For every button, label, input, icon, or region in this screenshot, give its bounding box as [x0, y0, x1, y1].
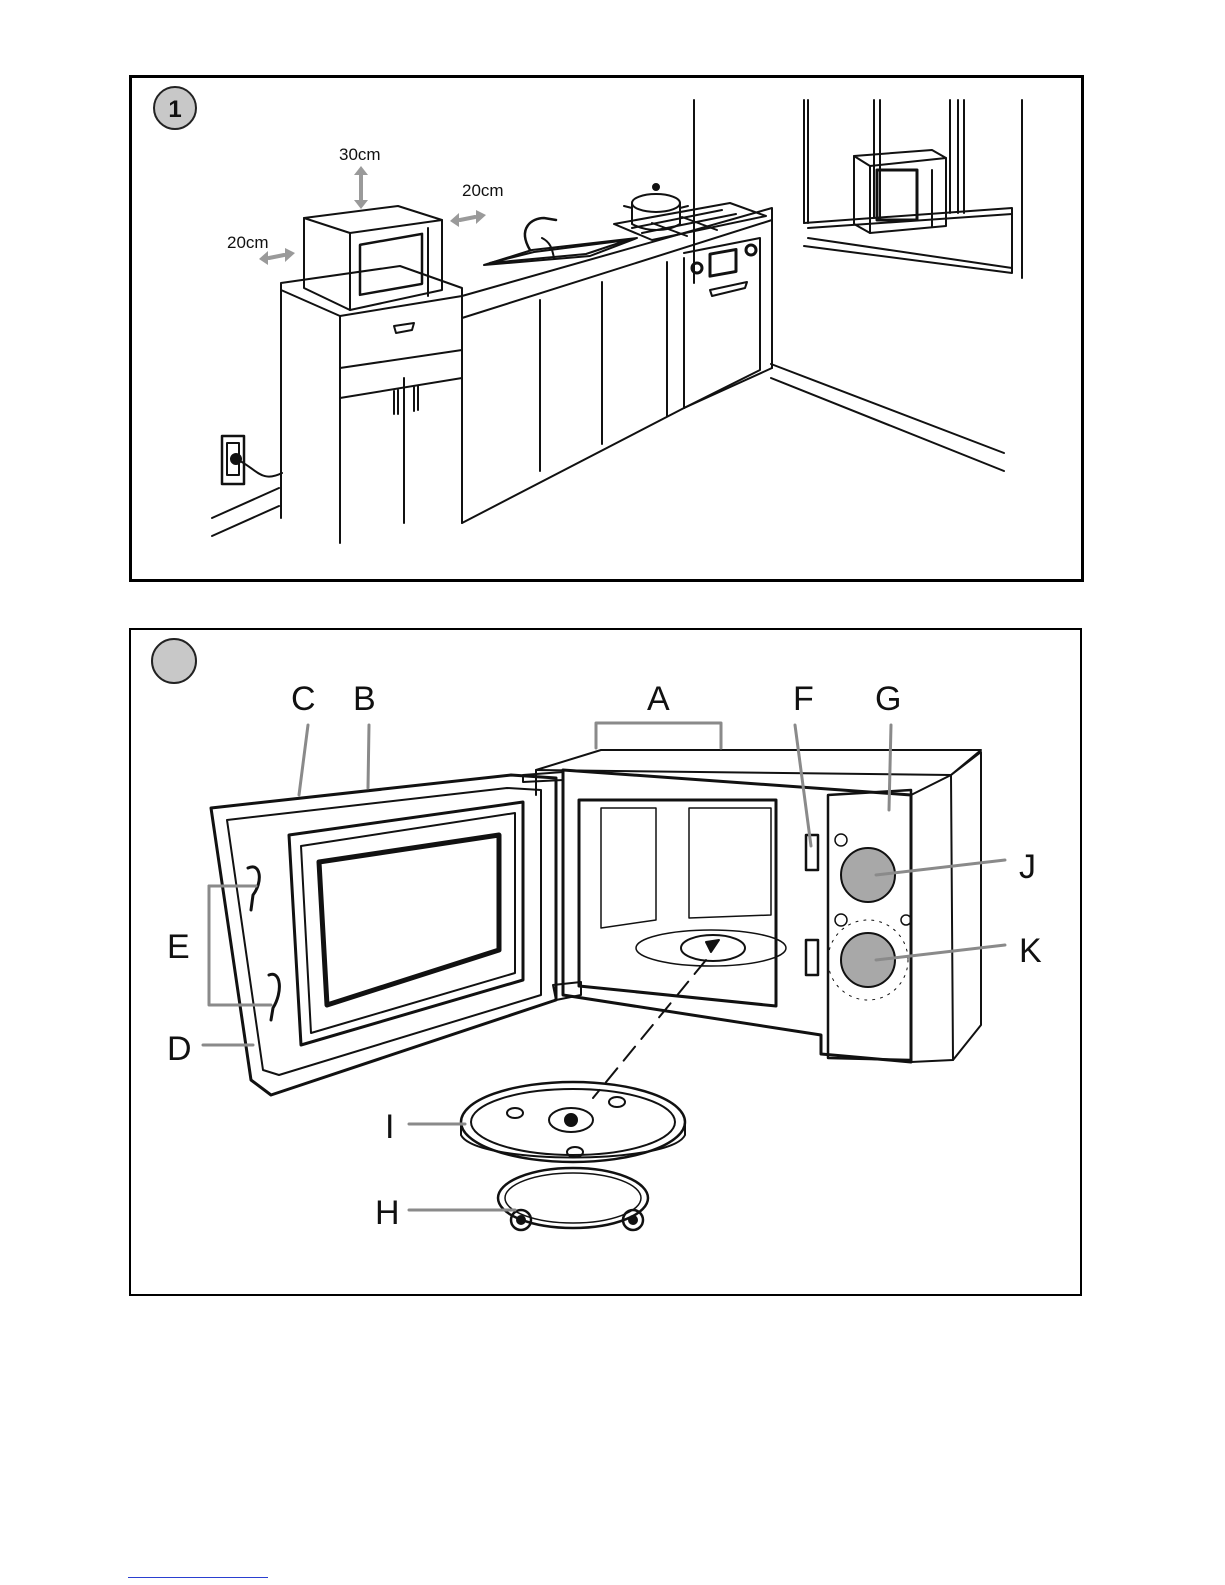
clearance-arrows: [259, 166, 486, 265]
door-hook-top: [248, 867, 259, 910]
microwave-top: [304, 206, 442, 233]
microwave-on-sill: [854, 150, 946, 166]
label-B: B: [353, 680, 376, 718]
label-H: H: [375, 1194, 400, 1232]
footer-rule: [128, 1577, 268, 1578]
step-number: 1: [168, 96, 181, 123]
label-G: G: [875, 680, 901, 718]
label-D: D: [167, 1030, 192, 1068]
figure-badge: [152, 639, 196, 683]
clearance-top-label: 30cm: [339, 145, 381, 164]
pot: [632, 194, 680, 212]
microwave-parts-illustration: C B A F G E D J K I H: [131, 630, 1084, 1298]
door-hook-bottom: [269, 974, 279, 1020]
label-E: E: [167, 928, 190, 966]
clearance-left-label: 20cm: [227, 233, 269, 252]
label-A: A: [647, 680, 670, 718]
door-window: [319, 835, 499, 1005]
latch-hole-bottom: [806, 940, 818, 975]
installation-panel: 1: [129, 75, 1084, 582]
kitchen-illustration: 1: [132, 78, 1087, 585]
label-J: J: [1019, 848, 1036, 886]
label-C: C: [291, 680, 316, 718]
parts-panel: C B A F G E D J K I H: [129, 628, 1082, 1296]
latch-hole-top: [806, 835, 818, 870]
oven-cavity: [579, 800, 776, 1006]
label-F: F: [793, 680, 814, 718]
label-I: I: [385, 1108, 394, 1146]
cabinet-top-surface: [536, 750, 981, 775]
control-panel: [828, 790, 911, 1060]
label-K: K: [1019, 932, 1042, 970]
clearance-right-label: 20cm: [462, 181, 504, 200]
